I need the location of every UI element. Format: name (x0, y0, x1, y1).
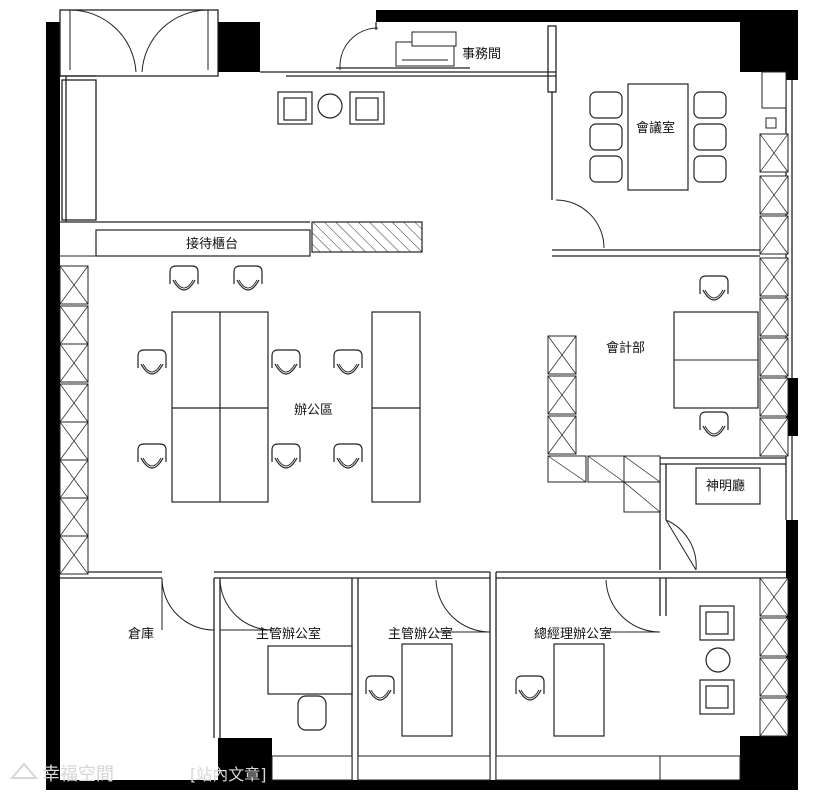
label-accounting: 會計部 (606, 340, 645, 356)
label-supervisor-office-1: 主管辦公室 (256, 626, 321, 642)
label-office-affairs: 事務間 (462, 47, 501, 62)
watermark: 幸福空間 [站內文章] (9, 762, 267, 785)
lobby-seating (277, 91, 385, 125)
watermark-brand: 幸福空間 (42, 764, 114, 785)
reception-counter (60, 221, 423, 257)
gm-office-furniture (515, 577, 789, 737)
house-logo-icon (9, 762, 39, 779)
bottom-cabinets (271, 755, 741, 781)
label-gm-office: 總經理辦公室 (534, 626, 612, 642)
room-labels: 事務間 會議室 接待櫃台 辦公區 會計部 神明廳 倉庫 主管辦公室 主管辦公室 … (128, 47, 745, 642)
label-office-area: 辦公區 (294, 403, 333, 418)
office-affairs-equipment (395, 31, 457, 67)
watermark-suffix: [站內文章] (190, 765, 267, 784)
supervisor-office-1-furniture (267, 645, 353, 731)
label-meeting-room: 會議室 (636, 120, 675, 136)
accounting-furniture (547, 275, 759, 513)
interior-walls (59, 9, 793, 780)
label-supervisor-office-2: 主管辦公室 (388, 626, 453, 642)
right-cabinets (759, 71, 789, 457)
label-storage: 倉庫 (128, 627, 154, 642)
label-reception-counter: 接待櫃台 (186, 236, 238, 252)
meeting-room-furniture (589, 83, 727, 191)
supervisor-office-2-furniture (365, 643, 453, 737)
structural-walls (46, 10, 798, 790)
label-shrine-hall: 神明廳 (706, 478, 745, 494)
doors (69, 9, 697, 633)
office-area-furniture (171, 311, 421, 503)
shrine-altar (695, 467, 761, 505)
left-cabinets (59, 265, 89, 575)
